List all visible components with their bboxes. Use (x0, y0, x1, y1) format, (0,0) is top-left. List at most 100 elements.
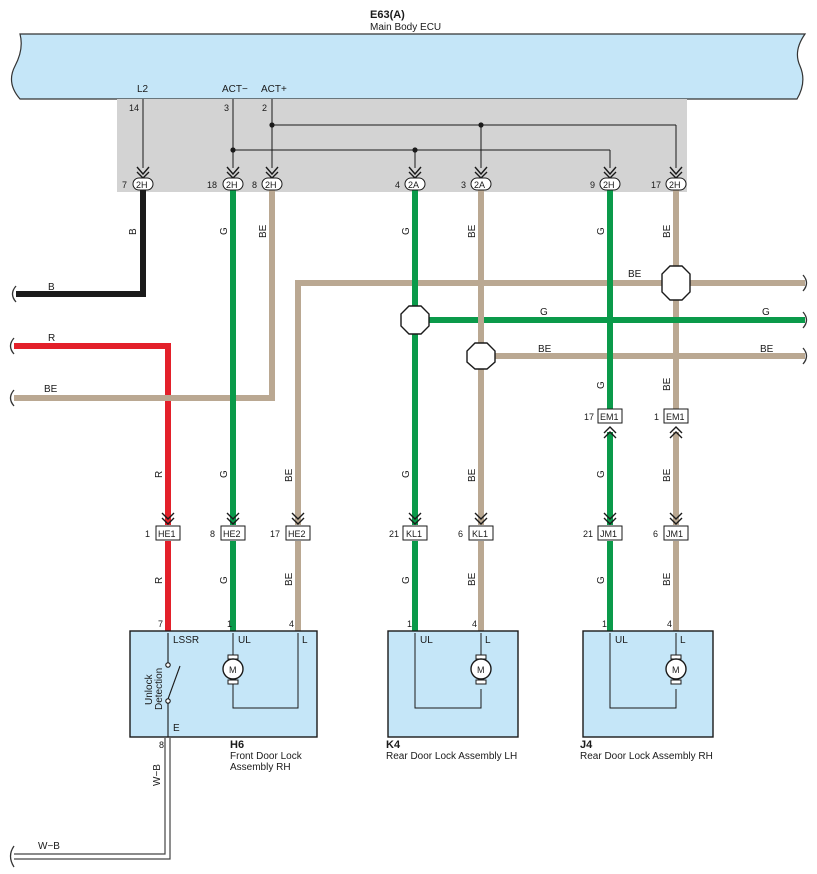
label-be: BE (284, 468, 295, 482)
connector-code: EM1 (666, 412, 685, 422)
pin-num: 8 (159, 740, 164, 750)
label-wb-horiz: W−B (38, 841, 60, 852)
connector-pin: 6 (458, 529, 463, 539)
label-be: BE (628, 269, 642, 280)
label-r: R (154, 577, 165, 584)
connector-code: 2A (408, 180, 419, 190)
connector-row-top: 2H 7 2H 18 2H 8 2A 4 2A 3 (122, 166, 687, 191)
connector-pin: 8 (252, 180, 257, 190)
label-g: G (401, 470, 412, 478)
motor-loop-lower (232, 633, 299, 709)
component-h6: 7 1 4 8 LSSR UL L E Unlock Detection M H… (129, 619, 318, 773)
pin-num: 4 (472, 619, 477, 629)
connector-em1-17: EM1 17 (584, 408, 623, 439)
connector-code: KL1 (406, 529, 422, 539)
label-be: BE (662, 224, 673, 238)
connector-he2-8: HE2 8 (210, 512, 246, 541)
connector-code: HE2 (223, 529, 241, 539)
connector-em1-1: EM1 1 (654, 408, 689, 439)
connector-code: KL1 (472, 529, 488, 539)
switch-label-1: Unlock (144, 673, 155, 705)
connector-pin: 9 (590, 180, 595, 190)
connector-code: HE1 (158, 529, 176, 539)
terminal-label: L (302, 635, 308, 646)
motor-icon: M (470, 633, 492, 685)
label-g: G (596, 576, 607, 584)
component-k4: 1 4 UL L M K4 Rear Door Lock Assembly LH (386, 619, 519, 762)
label-b-horiz: B (48, 282, 55, 293)
component-name: Assembly RH (230, 762, 291, 773)
label-be-horiz: BE (44, 384, 58, 395)
connector-kl1-21: KL1 21 (389, 512, 428, 541)
label-be: BE (467, 572, 478, 586)
connector-code: 2H (136, 180, 148, 190)
ecu-code: E63(A) (370, 9, 405, 21)
connector-code: 2H (603, 180, 615, 190)
ecu-pin-label-act-minus: ACT− (222, 84, 248, 95)
connector-3-2a: 2A 3 (461, 166, 492, 191)
connector-code: JM1 (666, 529, 683, 539)
pin-num: 1 (227, 619, 232, 629)
label-be: BE (662, 468, 673, 482)
connector-code: 2A (474, 180, 485, 190)
ecu-pin-num-act-plus: 2 (262, 103, 267, 113)
switch-label-2: Detection (154, 668, 165, 710)
unlock-detection-switch (165, 633, 181, 737)
connector-pin: 1 (654, 412, 659, 422)
wire-color-labels: B B R BE G BE G BE G BE BE G G BE BE G B… (38, 224, 774, 852)
connector-kl1-6: KL1 6 (458, 512, 494, 541)
component-code: J4 (580, 739, 593, 751)
label-wb-vert: W−B (152, 764, 163, 786)
motor-loop (414, 633, 482, 709)
connector-pin: 4 (395, 180, 400, 190)
pin-num: 7 (158, 619, 163, 629)
connector-code: HE2 (288, 529, 306, 539)
motor-icon: M (665, 633, 687, 685)
connector-pin: 17 (651, 180, 661, 190)
connector-jm1-21: JM1 21 (583, 512, 623, 541)
connector-4-2a: 2A 4 (395, 166, 426, 191)
splice-g (400, 305, 430, 335)
connector-he1-1: HE1 1 (145, 512, 181, 541)
wire-wb-a (14, 738, 166, 855)
terminal-label: UL (238, 635, 251, 646)
label-g: G (762, 307, 770, 318)
terminal-label: L (680, 635, 686, 646)
junction-block (117, 99, 687, 192)
label-g: G (596, 470, 607, 478)
wire-b (16, 190, 146, 297)
connector-pin: 17 (270, 529, 280, 539)
connector-pin: 17 (584, 412, 594, 422)
wire-be-he2 (295, 280, 676, 525)
terminal-label: UL (615, 635, 628, 646)
connector-jm1-6: JM1 6 (653, 512, 689, 541)
wire-wb-b (14, 738, 171, 860)
connector-row-inline: HE1 1 HE2 8 HE2 17 KL1 21 KL1 6 (145, 408, 689, 541)
terminal-label: UL (420, 635, 433, 646)
splices (400, 265, 691, 370)
label-g: G (401, 227, 412, 235)
component-code: H6 (230, 739, 244, 751)
connector-code: JM1 (600, 529, 617, 539)
ecu-body (10, 33, 807, 100)
label-r: R (154, 471, 165, 478)
label-g: G (596, 381, 607, 389)
pin-num: 4 (667, 619, 672, 629)
component-name: Rear Door Lock Assembly LH (386, 751, 517, 762)
connector-18-2h: 2H 18 (207, 166, 244, 191)
wires (14, 190, 805, 860)
connector-pin: 21 (389, 529, 399, 539)
internal-wiring (142, 99, 677, 168)
motor-label: M (477, 665, 485, 675)
ecu-pin-label-l2: L2 (137, 84, 149, 95)
wire-r (14, 343, 171, 525)
component-j4: 1 4 UL L M J4 Rear Door Lock Assembly RH (580, 619, 714, 762)
pin-num: 4 (289, 619, 294, 629)
splice-be-top (661, 265, 691, 301)
ecu-pin-num-act-minus: 3 (224, 103, 229, 113)
connector-code: 2H (669, 180, 681, 190)
label-g: G (540, 307, 548, 318)
label-g: G (401, 576, 412, 584)
connector-pin: 8 (210, 529, 215, 539)
